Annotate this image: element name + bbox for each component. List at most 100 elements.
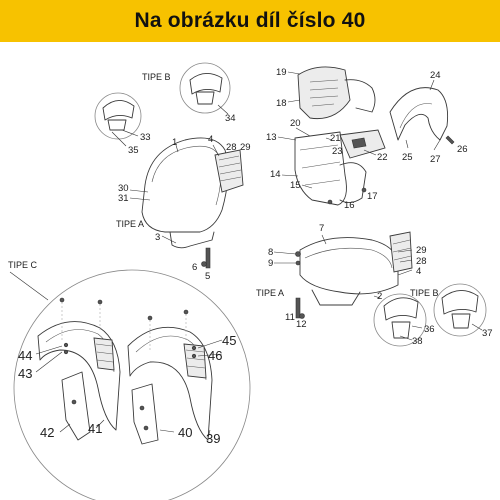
leader-3 (161, 235, 177, 244)
callout-17: 17 (367, 191, 378, 202)
side-grille-lines (218, 155, 242, 182)
leader-20 (295, 127, 311, 137)
tipe-b-rear-bracket (451, 313, 471, 329)
screw-26 (445, 135, 455, 145)
screw-right-top (183, 309, 189, 315)
mudguard-right-vent-lines (185, 349, 206, 369)
title-banner: Na obrázku díl číslo 40 (0, 0, 500, 42)
mudguard-left-vent-lines (95, 343, 114, 363)
leader-45 (197, 339, 223, 349)
callout-42: 42 (40, 425, 54, 440)
shield-rail-part (169, 231, 215, 249)
leader-15 (301, 184, 313, 189)
leader-43 (35, 351, 63, 373)
callout-8: 8 (268, 247, 273, 258)
label-tipe-b-top: TIPE B (142, 72, 171, 82)
callout-16: 16 (344, 200, 355, 211)
leader-18 (287, 99, 301, 103)
side-grille-part (214, 149, 244, 193)
callout-38: 38 (412, 336, 423, 347)
mudguard-right-vent (183, 343, 207, 379)
callout-45: 45 (222, 333, 236, 348)
callout-23: 23 (332, 146, 343, 157)
leader-19 (287, 71, 301, 75)
callout-6: 6 (192, 262, 197, 273)
callout-4-right: 4 (416, 266, 421, 277)
tipe-c-pointer (9, 271, 49, 301)
tipe-a-rear-detail-circle (373, 293, 427, 347)
rear-reflector-part (389, 231, 413, 273)
callout-33: 33 (140, 132, 151, 143)
callout-30: 30 (118, 183, 129, 194)
callout-14: 14 (270, 169, 281, 180)
callout-41: 41 (88, 421, 102, 436)
tipe-b-rear-detail-circle (433, 283, 487, 337)
nut-44 (63, 342, 69, 348)
washer-9 (295, 260, 301, 266)
tipe-a-detail-circle (94, 92, 142, 140)
leader-4-right (397, 269, 413, 276)
callout-37: 37 (482, 328, 493, 339)
tipe-a-rear-bracket (391, 321, 411, 339)
leader-36 (411, 325, 423, 329)
leader-39 (207, 429, 211, 439)
callout-43: 43 (18, 366, 32, 381)
callout-39: 39 (206, 431, 220, 446)
rear-reflector-lines (392, 239, 412, 261)
callout-1: 1 (172, 137, 177, 148)
callout-22: 22 (377, 152, 388, 163)
tipe-a-emblem-part (102, 100, 135, 121)
nut-45 (191, 345, 197, 351)
callout-36: 36 (424, 324, 435, 335)
callout-25: 25 (402, 152, 413, 163)
screw-left-top-2 (97, 299, 103, 305)
leader-33 (121, 129, 139, 137)
washer-12 (299, 313, 305, 319)
mudguard-right-bracket (131, 383, 159, 445)
washer-43 (63, 349, 69, 355)
callout-2: 2 (377, 291, 382, 302)
callout-18: 18 (276, 98, 287, 109)
callout-11: 11 (285, 312, 295, 323)
screw-5 (205, 247, 211, 269)
tipe-a-bracket (107, 119, 127, 131)
callout-21: 21 (330, 133, 341, 144)
washer-46 (191, 353, 197, 359)
tipe-c-detail-circle (13, 269, 251, 500)
callout-35: 35 (128, 145, 139, 156)
leader-1 (175, 144, 179, 153)
leader-2 (373, 295, 381, 299)
front-mudguard-right (127, 326, 213, 441)
callout-29-top: 29 (240, 142, 251, 153)
label-tipe-b-rear: TIPE B (410, 288, 439, 298)
callout-19: 19 (276, 67, 287, 78)
washer-6 (201, 261, 207, 267)
mudguard-left-vent (93, 337, 115, 371)
callout-3: 3 (155, 232, 160, 243)
glovebox-lid-part (344, 79, 376, 113)
leader-40 (159, 429, 175, 433)
tipe-a-rear-part (383, 297, 419, 321)
leader-41 (95, 419, 105, 429)
callout-34: 34 (225, 113, 236, 124)
callout-44: 44 (18, 348, 32, 363)
battery-label (351, 137, 367, 149)
callout-29-right: 29 (416, 245, 427, 256)
callout-12: 12 (296, 319, 307, 330)
leader-37 (471, 323, 483, 331)
screw-16 (327, 199, 333, 205)
label-tipe-c: TIPE C (8, 260, 38, 270)
leader-24 (429, 79, 435, 91)
leader-25 (405, 139, 409, 149)
glovebox-part (297, 66, 351, 120)
leader-42 (59, 423, 71, 433)
callout-28-right: 28 (416, 256, 427, 267)
callout-15: 15 (290, 180, 301, 191)
rear-body-inner (304, 247, 393, 269)
callout-9: 9 (268, 258, 273, 269)
banner-title: Na obrázku díl číslo 40 (134, 9, 366, 32)
leader-7 (321, 234, 327, 245)
tipe-b-emblem-part (189, 73, 223, 95)
tipe-b-bracket (195, 91, 215, 105)
